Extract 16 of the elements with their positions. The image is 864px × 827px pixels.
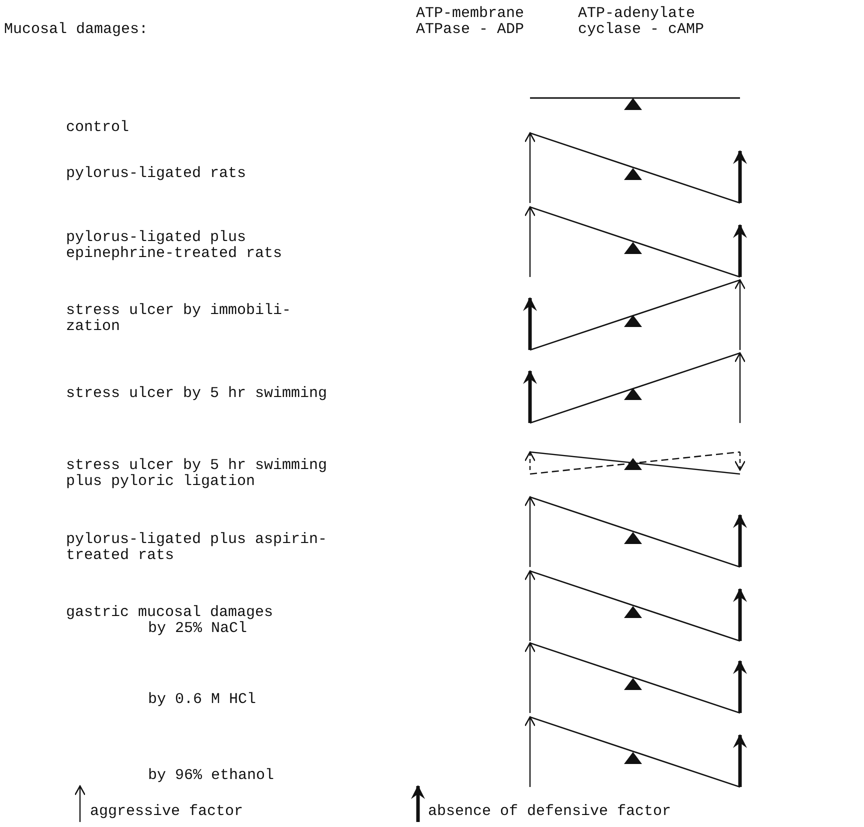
row-label: control (66, 120, 130, 136)
row-label: by 25% NaCl (148, 621, 248, 637)
column-header: ATP-adenylate cyclase - cAMP (578, 6, 704, 38)
row-label: by 96% ethanol (148, 768, 276, 784)
row-label: pylorus-ligated rats (66, 166, 248, 182)
row-label: by 0.6 M HCl (148, 692, 258, 708)
row-label: stress ulcer by 5 hr swimming plus pyloric ligation (66, 458, 328, 490)
column-header: ATP-membrane ATPase - ADP (416, 6, 526, 38)
legend-text: absence of defensive factor (428, 804, 672, 820)
legend-text: aggressive factor (90, 804, 244, 820)
table-heading: Mucosal damages: (4, 22, 148, 38)
row-label: stress ulcer by 5 hr swimming (66, 386, 328, 402)
row-label: stress ulcer by immobili-zation (66, 303, 292, 335)
row-label: gastric mucosal damages (66, 605, 274, 621)
row-label: pylorus-ligated plus epinephrine-treated rats (66, 230, 284, 262)
row-label: pylorus-ligated plus aspirin-treated rats (66, 532, 328, 564)
